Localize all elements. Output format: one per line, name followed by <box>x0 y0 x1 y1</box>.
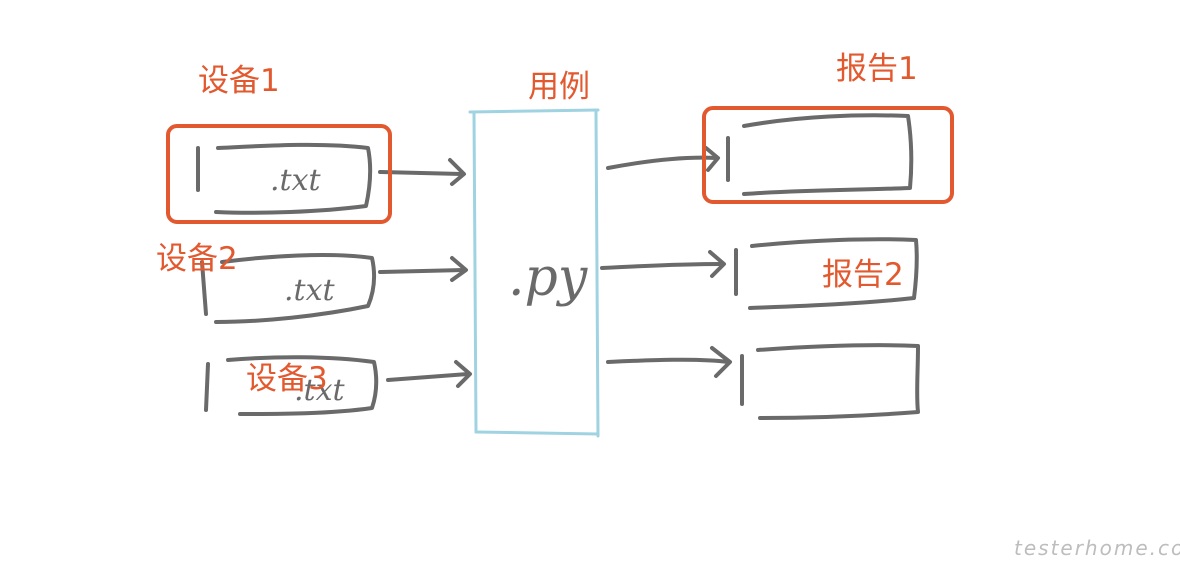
usecase-label: 用例 <box>528 69 590 105</box>
device-1-file-text: .txt <box>270 163 321 198</box>
arrow-usecase-to-report-1 <box>606 146 720 172</box>
device-3-label: 设备3 <box>246 361 328 397</box>
arrow-device-1-to-usecase <box>378 158 466 186</box>
usecase-box <box>468 108 600 438</box>
report-2-label: 报告2 <box>822 257 904 293</box>
arrow-usecase-to-report-2 <box>600 250 726 278</box>
arrow-device-3-to-usecase <box>386 360 472 388</box>
device-file-box-2 <box>200 253 377 324</box>
arrow-device-2-to-usecase <box>378 256 468 282</box>
usecase-script-text: .py <box>508 248 588 308</box>
device-file-box-3 <box>204 355 379 416</box>
device-2-label: 设备2 <box>156 241 238 277</box>
watermark-text: testerhome.com <box>1014 536 1180 560</box>
report-box-3 <box>740 343 920 420</box>
report-1-label: 报告1 <box>836 51 918 87</box>
device-file-box-1 <box>196 142 373 215</box>
device-1-label: 设备1 <box>198 63 280 99</box>
report-box-1 <box>726 113 914 196</box>
device-3-file-text: .txt <box>294 373 345 408</box>
report-1-highlight-frame <box>702 106 954 204</box>
device-2-file-text: .txt <box>284 273 335 308</box>
report-box-2 <box>734 237 919 310</box>
arrow-usecase-to-report-3 <box>606 346 732 378</box>
device-1-highlight-frame <box>166 124 392 224</box>
